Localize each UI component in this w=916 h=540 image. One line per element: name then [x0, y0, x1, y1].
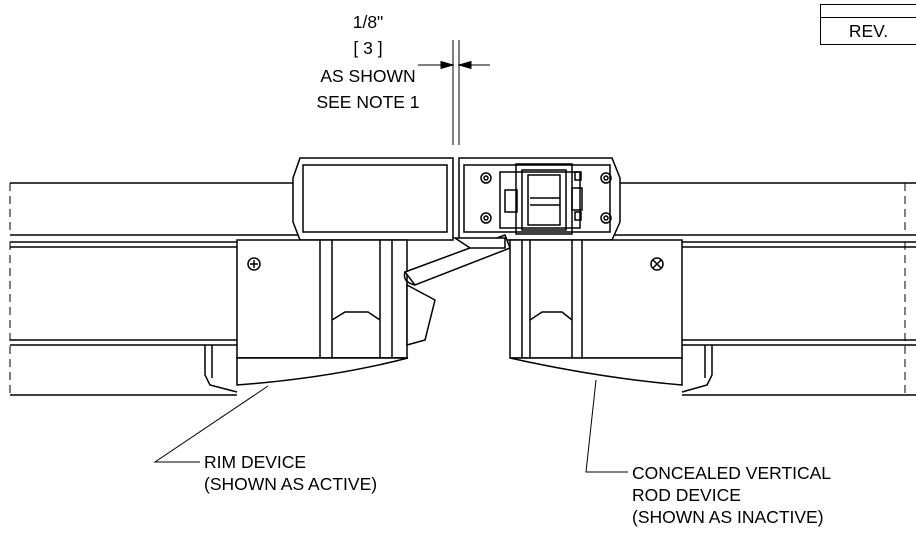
dimension-value-mm: [ 3 ] [353, 38, 383, 58]
title-block-row [821, 5, 916, 18]
cvr-device-label-line2: ROD DEVICE [632, 485, 741, 505]
dimension-note-line2: SEE NOTE 1 [316, 92, 420, 112]
strike-housing-left [292, 157, 454, 241]
gap-dimension [418, 40, 490, 145]
cvr-device-state: (SHOWN AS INACTIVE) [632, 507, 824, 527]
screw-icon [247, 257, 261, 271]
rev-label: REV. [848, 21, 889, 41]
cvr-device-label-line1: CONCEALED VERTICAL [632, 463, 832, 483]
dimension-value-inches: 1/8" [352, 12, 384, 32]
door-rail-left [9, 182, 298, 236]
strike-housing-right [458, 157, 621, 241]
screw-icon [480, 172, 492, 184]
screw-icon [650, 257, 664, 271]
revision-title-block: REV. [820, 4, 916, 45]
door-rail-right [614, 182, 916, 236]
rim-device-body [9, 234, 511, 396]
rim-device-leader [153, 385, 269, 463]
latch-bolt-assembly [499, 163, 583, 235]
dimension-note-line1: AS SHOWN [320, 66, 416, 86]
rim-device-state: (SHOWN AS ACTIVE) [204, 474, 378, 494]
cvr-device-leader [585, 379, 628, 473]
cvr-device-body [509, 239, 916, 396]
screw-icon [600, 212, 612, 224]
screw-icon [480, 212, 492, 224]
screw-icon [600, 172, 612, 184]
rim-device-label: RIM DEVICE [204, 452, 307, 472]
